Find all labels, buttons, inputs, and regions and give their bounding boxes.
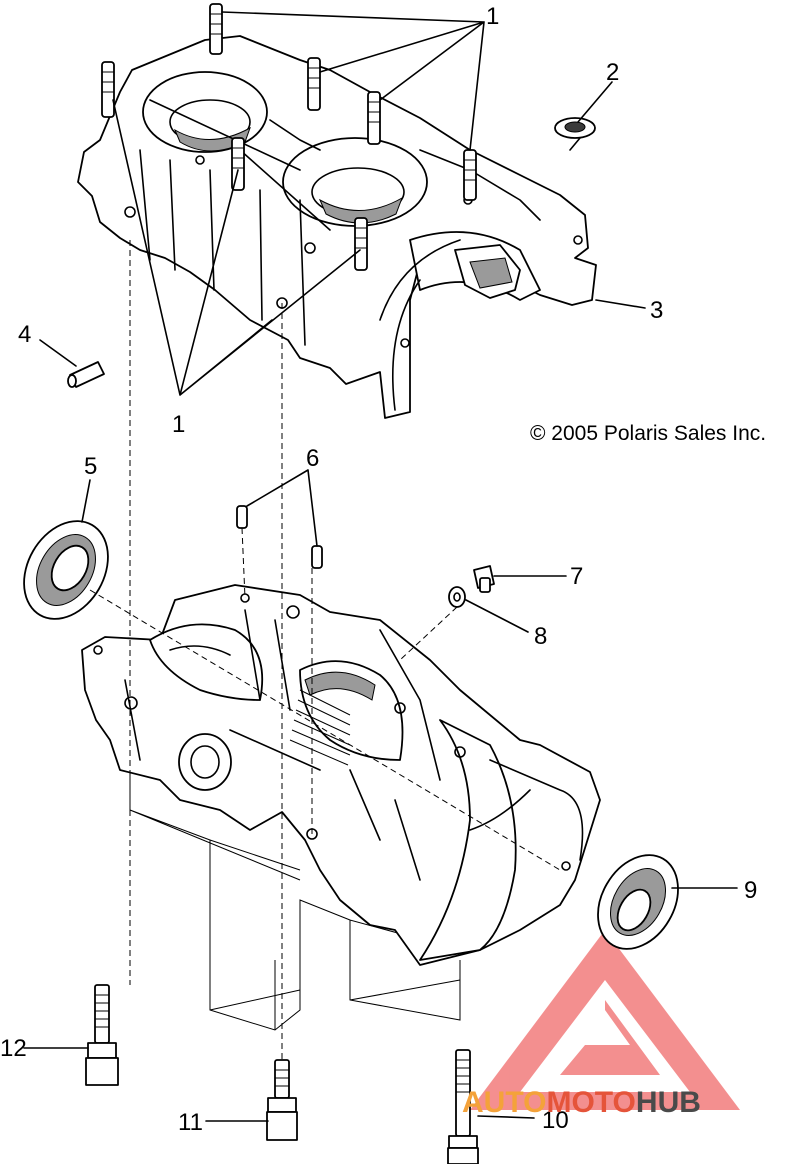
washer-part-8 (448, 586, 466, 608)
label-8: 8 (534, 623, 547, 650)
lower-crankcase (81, 584, 601, 1031)
crank-ribs (289, 689, 351, 766)
label-1-top: 1 (486, 3, 499, 30)
fitting-part-2 (554, 117, 596, 151)
label-12: 12 (0, 1035, 27, 1062)
watermark-text: AUTOMOTOHUB (462, 1086, 701, 1119)
part-callouts: 1 1 2 3 4 5 6 7 8 9 10 11 12 (0, 3, 757, 1136)
label-10: 10 (542, 1107, 569, 1134)
watermark-triangle-icon (470, 930, 740, 1110)
cylinder-studs (101, 3, 477, 271)
label-9: 9 (744, 877, 757, 904)
label-1-bottom: 1 (172, 411, 185, 438)
label-5: 5 (84, 453, 97, 480)
label-11: 11 (178, 1109, 203, 1136)
dowel-pin-part-4 (67, 361, 105, 388)
bolt-part-10 (447, 1049, 479, 1164)
label-7: 7 (570, 563, 583, 590)
label-3: 3 (650, 297, 663, 324)
label-2: 2 (606, 59, 619, 86)
upper-crankcase (77, 3, 597, 419)
watermark-text-hub: HUB (636, 1086, 701, 1119)
watermark-text-auto: AUTO (462, 1086, 546, 1119)
watermark-inner-mark-icon (560, 1000, 660, 1075)
dowel-pins-part-6 (236, 505, 323, 569)
watermark-logo (470, 930, 740, 1110)
oil-seal-part-5 (23, 520, 109, 620)
leader-lines (23, 11, 738, 1122)
bolt-part-12 (85, 984, 119, 1086)
bolt-part-11 (266, 1059, 298, 1141)
label-6: 6 (306, 445, 319, 472)
screw-part-7 (473, 565, 495, 593)
watermark-text-moto: MOTO (546, 1086, 635, 1119)
copyright-text: © 2005 Polaris Sales Inc. (530, 422, 766, 445)
label-4: 4 (18, 321, 31, 348)
oil-seal-part-9 (597, 854, 679, 950)
